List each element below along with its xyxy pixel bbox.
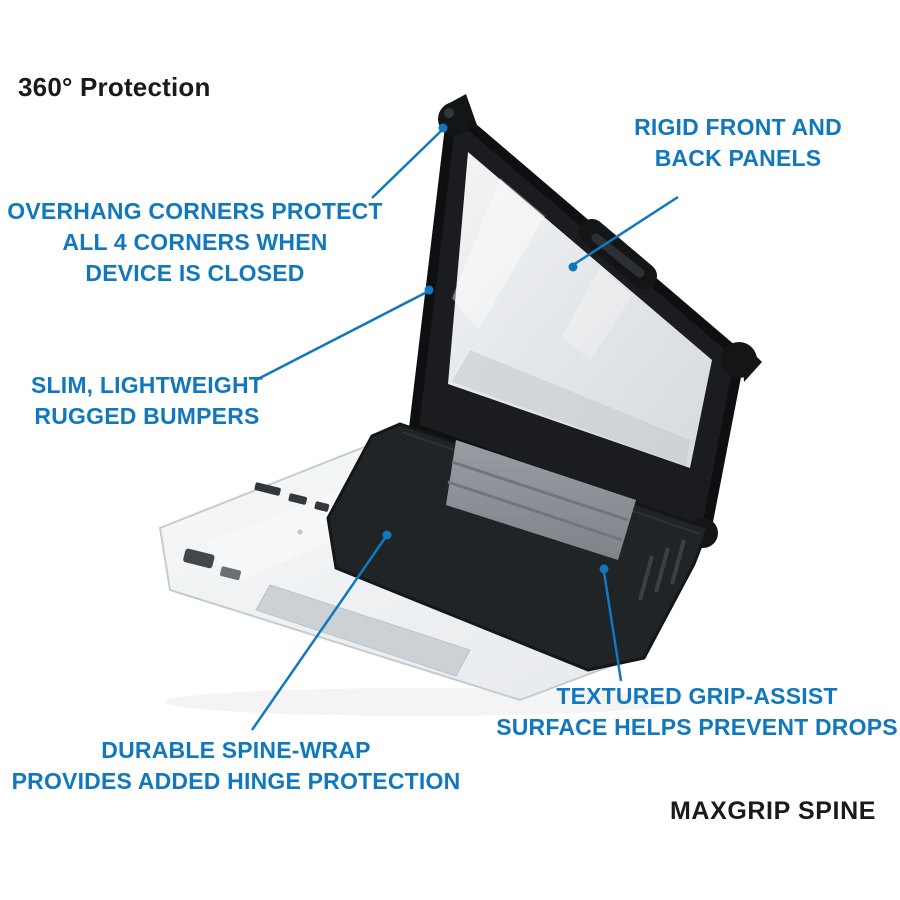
callout-text-line: DURABLE SPINE-WRAP [101, 737, 371, 763]
corner-bumper-right [721, 342, 757, 378]
callout-line-grip-assist [602, 571, 623, 682]
callout-line-overhang-corners [371, 130, 442, 199]
panel-reflection [452, 178, 545, 330]
callout-line-spine-wrap [250, 537, 387, 731]
callout-text-line: ALL 4 CORNERS WHEN [62, 228, 328, 255]
callout-dot-slim-bumpers [424, 285, 434, 295]
callout-dot-spine-wrap [382, 530, 392, 540]
edge-grip-detail [591, 233, 645, 278]
panel-reflection [562, 268, 632, 360]
callout-text-line: DEVICE IS CLOSED [85, 259, 305, 286]
spine-ribs [638, 539, 686, 601]
callout-line-rigid-panels [572, 195, 679, 267]
callout-rigid-panels: RIGID FRONT AND BACK PANELS [598, 112, 878, 174]
callout-line-slim-bumpers [255, 290, 428, 382]
callout-dot-grip-assist [599, 564, 609, 574]
laptop-lid [409, 94, 762, 548]
base-foot [183, 548, 215, 569]
callout-dots [382, 123, 609, 574]
callout-text-line: BACK PANELS [654, 144, 822, 171]
callout-grip-assist: TEXTURED GRIP-ASSIST SURFACE HELPS PREVE… [496, 681, 898, 743]
panel-inner-shadow [452, 350, 690, 466]
callout-text-line: SURFACE HELPS PREVENT DROPS [496, 713, 898, 740]
corner-highlight [444, 108, 454, 118]
base-foot [220, 566, 241, 581]
side-ports [254, 482, 330, 512]
callout-overhang-corners: OVERHANG CORNERS PROTECT ALL 4 CORNERS W… [0, 196, 390, 288]
callout-text-line: SLIM, LIGHTWEIGHT [30, 372, 264, 398]
callout-dot-rigid-panels [568, 262, 578, 272]
callout-text-line: PROVIDES ADDED HINGE PROTECTION [11, 767, 461, 794]
callout-dot-overhang-corners [438, 123, 448, 133]
base-rubber-strip [255, 584, 471, 677]
callout-slim-bumpers: SLIM, LIGHTWEIGHT RUGGED BUMPERS [8, 370, 286, 432]
callout-text-line: TEXTURED GRIP-ASSIST [556, 683, 838, 709]
callout-text-line: RUGGED BUMPERS [34, 402, 260, 429]
ground-shadow [165, 688, 675, 716]
callout-lines [250, 130, 679, 731]
spine-wrap-band [326, 422, 710, 672]
product-name-label: MAXGRIP SPINE [670, 797, 876, 825]
callout-text-line: OVERHANG CORNERS PROTECT [7, 198, 383, 224]
grip-ridge [451, 460, 629, 522]
callout-spine-wrap: DURABLE SPINE-WRAP PROVIDES ADDED HINGE … [4, 735, 468, 797]
page-title: 360° Protection [18, 72, 211, 102]
callout-text-line: RIGID FRONT AND [634, 114, 842, 140]
base-screw [297, 529, 303, 535]
grip-ridge [447, 480, 623, 542]
